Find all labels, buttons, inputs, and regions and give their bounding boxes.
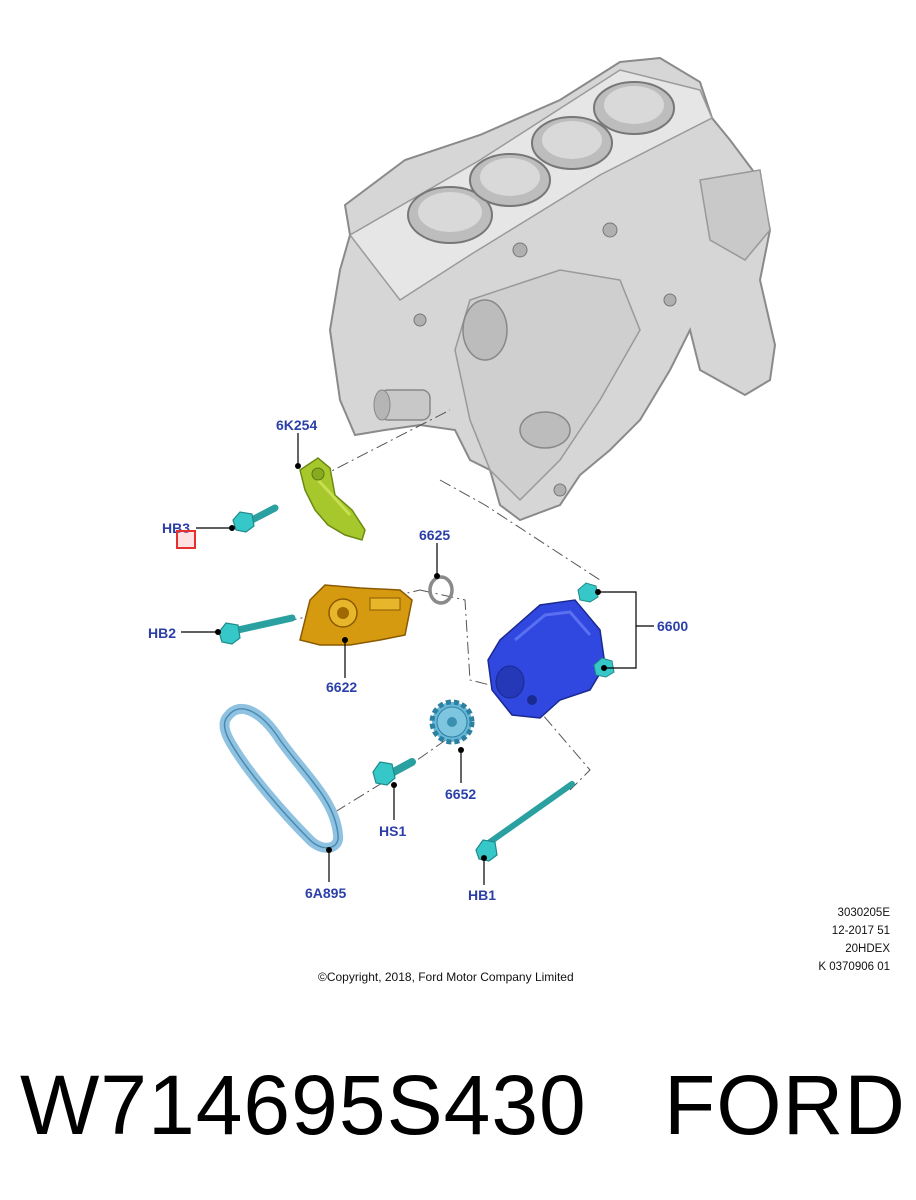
sprocket-6652 (429, 699, 475, 745)
bolt-HB1 (475, 781, 575, 862)
callout-HB1: HB1 (468, 887, 497, 903)
part-number: W714695S430 (20, 1058, 587, 1152)
tensioner-6622 (299, 584, 413, 646)
drawing-reference: 3030205E 12-2017 51 20HDEX K 0370906 01 (818, 904, 890, 976)
ref-line-1: 3030205E (837, 907, 890, 919)
copyright-notice: ©Copyright, 2018, Ford Motor Company Lim… (318, 970, 574, 984)
o-ring-6625 (428, 575, 454, 605)
callout-6625: 6625 (419, 527, 451, 543)
brand-name: FORD (664, 1058, 906, 1152)
ref-line-4: K 0370906 01 (818, 961, 890, 973)
ref-line-2: 12-2017 51 (831, 925, 890, 937)
chain-guide-6K254 (299, 457, 366, 541)
leader-lines (181, 433, 654, 885)
screw-HS1 (372, 758, 416, 786)
callout-6622: 6622 (326, 679, 358, 695)
callout-HB2: HB2 (148, 625, 177, 641)
bolt-HB3 (232, 504, 279, 533)
leader-dots (215, 463, 607, 861)
engine-block (328, 56, 777, 522)
callout-6600: 6600 (657, 618, 689, 634)
oil-pump-6600 (487, 582, 615, 719)
callout-6A895: 6A895 (305, 885, 347, 901)
ref-line-3: 20HDEX (845, 943, 890, 955)
chain-6A895 (219, 703, 344, 853)
callout-6652: 6652 (445, 786, 477, 802)
callout-HS1: HS1 (379, 823, 407, 839)
highlight-box (176, 530, 196, 549)
callout-6K254: 6K254 (276, 417, 318, 433)
parts-diagram (181, 56, 777, 885)
bolt-HB2 (218, 614, 296, 645)
callout-HB3: HB3 (162, 520, 191, 536)
